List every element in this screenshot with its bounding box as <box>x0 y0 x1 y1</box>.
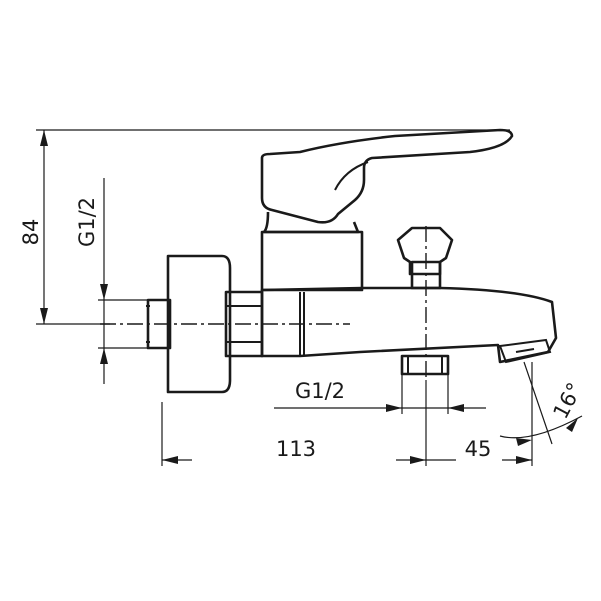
wall-rosette <box>166 254 232 394</box>
outlet-thread-dimension: G1/2 <box>274 374 486 414</box>
height-dimension: 84 <box>19 129 510 325</box>
center-lines <box>100 226 427 380</box>
spout-dimension: 45 <box>426 362 533 466</box>
outlet-thread-stub <box>400 354 450 376</box>
inlet-thread-dimension: G1/2 <box>75 178 148 384</box>
hex-nut <box>224 290 264 358</box>
inlet-thread-label: G1/2 <box>75 197 99 247</box>
height-dimension-label: 84 <box>19 219 43 246</box>
lever-inner-curve <box>334 161 369 191</box>
faucet-body <box>146 128 558 394</box>
angle-dimension: 16° <box>499 361 587 446</box>
aerator <box>498 338 552 364</box>
cartridge-housing <box>260 230 364 292</box>
lever-handle <box>260 128 514 224</box>
length-dimension: 113 <box>161 380 427 466</box>
spout-body <box>260 286 558 364</box>
aerator-slot <box>515 348 535 353</box>
cartridge-neck <box>262 211 360 234</box>
spout-dimension-label: 45 <box>465 437 492 461</box>
diverter-knob <box>396 226 454 276</box>
outlet-thread-label: G1/2 <box>295 379 345 403</box>
length-dimension-label: 113 <box>276 437 316 461</box>
